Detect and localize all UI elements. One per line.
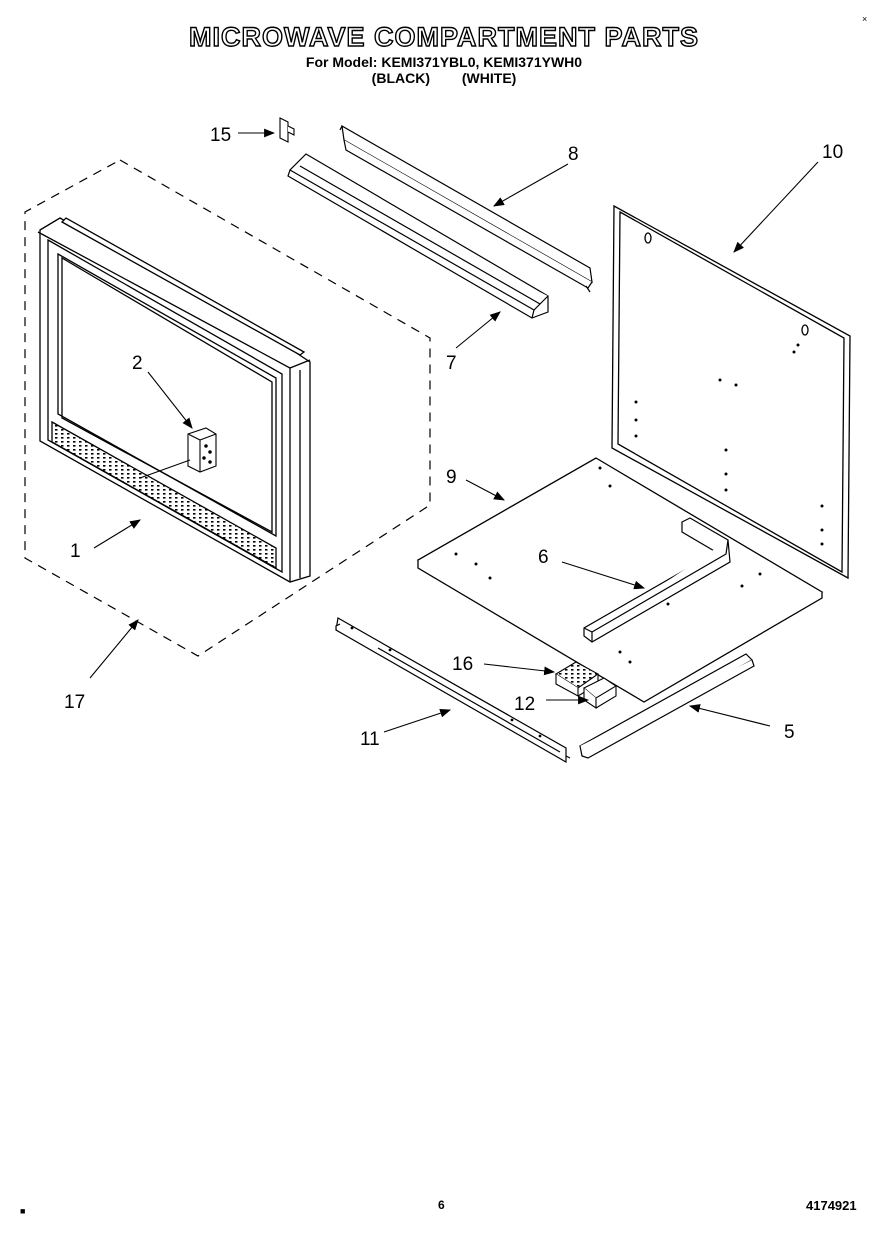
part-7-trim bbox=[287, 153, 549, 319]
callout-17: 17 bbox=[64, 692, 85, 713]
callout-5: 5 bbox=[784, 722, 795, 743]
corner-mark: × bbox=[862, 14, 868, 24]
callout-16: 16 bbox=[452, 654, 473, 675]
part-9-floor-panel bbox=[416, 457, 824, 703]
leader-arrows bbox=[89, 128, 819, 733]
page-title: MICROWAVE COMPARTMENT PARTS bbox=[188, 21, 699, 52]
part-6-bracket bbox=[583, 517, 731, 643]
part-5-rail bbox=[579, 653, 755, 759]
callout-labels: 1 2 5 6 7 8 9 10 11 12 15 16 17 bbox=[64, 125, 843, 750]
callout-8: 8 bbox=[568, 144, 579, 165]
callout-11: 11 bbox=[360, 729, 380, 750]
part-1-door-frame bbox=[37, 217, 311, 583]
callout-2: 2 bbox=[132, 353, 143, 374]
callout-10: 10 bbox=[822, 142, 843, 163]
callout-1: 1 bbox=[70, 541, 81, 562]
part-11-rail bbox=[335, 617, 571, 764]
variant-white: (WHITE) bbox=[461, 70, 517, 86]
part-10-holes bbox=[634, 343, 824, 546]
callout-7: 7 bbox=[446, 353, 457, 374]
part-11-holes bbox=[350, 626, 542, 738]
page-header: MICROWAVE COMPARTMENT PARTS For Model: K… bbox=[0, 21, 888, 86]
part-12-bracket bbox=[583, 677, 618, 710]
part-2-block bbox=[187, 427, 217, 473]
callout-6: 6 bbox=[538, 547, 549, 568]
corner-mark: ■ bbox=[20, 1206, 26, 1216]
part-17-outline bbox=[24, 159, 431, 657]
callout-15: 15 bbox=[210, 125, 231, 146]
part-15-clip bbox=[279, 117, 295, 143]
model-line: For Model: KEMI371YBL0, KEMI371YWH0 bbox=[305, 54, 583, 70]
part-10-back-panel bbox=[611, 204, 851, 580]
document-number: 4174921 bbox=[806, 1198, 857, 1213]
color-variants: (BLACK) (WHITE) bbox=[0, 70, 888, 86]
part-8-rail bbox=[339, 124, 593, 293]
part-9-holes bbox=[454, 466, 762, 664]
page-number: 6 bbox=[438, 1198, 445, 1212]
variant-black: (BLACK) bbox=[371, 70, 430, 86]
callout-12: 12 bbox=[514, 694, 535, 715]
callout-9: 9 bbox=[446, 467, 457, 488]
